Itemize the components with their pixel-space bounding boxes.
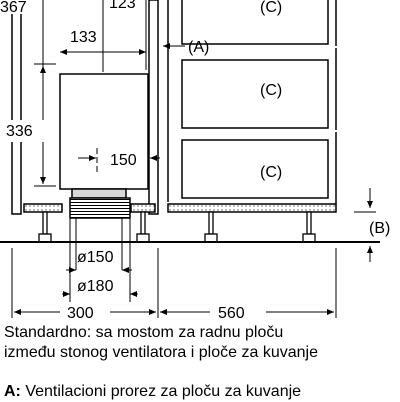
drawer-top xyxy=(181,0,329,45)
caption-line-2: između stonog ventilatora i ploče za kuv… xyxy=(4,344,318,361)
dim-diameter-180: ø180 xyxy=(77,278,114,295)
dim-123: 123 xyxy=(109,0,136,12)
leg xyxy=(136,211,150,243)
right-wall xyxy=(148,0,159,215)
leg xyxy=(38,211,52,243)
drawer-middle xyxy=(181,59,329,129)
legs xyxy=(38,211,316,243)
ventilator xyxy=(59,73,149,219)
plinth-left xyxy=(23,203,63,213)
dim-133: 133 xyxy=(70,29,97,46)
caption-line-1: Standardno: sa mostom za radnu ploču xyxy=(4,324,284,341)
leg xyxy=(302,211,316,243)
dim-336: 336 xyxy=(6,123,33,140)
cabinet-walls xyxy=(11,0,169,215)
label-b: (B) xyxy=(369,220,390,237)
dim-150: 150 xyxy=(110,152,137,169)
drawer-bottom xyxy=(181,139,329,199)
ventilator-duct-collar xyxy=(69,197,131,219)
leg xyxy=(204,211,218,243)
note-a-key: A: xyxy=(4,383,21,400)
drawers xyxy=(181,0,337,204)
note-a-text: Ventilacioni prorez za ploču za kuvanje xyxy=(20,383,302,400)
dim-diameter-150: ø150 xyxy=(77,249,114,266)
label-c-top: (C) xyxy=(260,0,282,16)
dim-560: 560 xyxy=(218,305,245,322)
ventilator-duct-top xyxy=(71,188,127,199)
dimension-lines xyxy=(11,0,376,318)
plinth-middle xyxy=(130,203,156,213)
plinths xyxy=(23,203,337,213)
ventilator-body xyxy=(59,73,149,190)
dim-300: 300 xyxy=(67,305,94,322)
note-a: A: Ventilacioni prorez za ploču za kuvan… xyxy=(4,382,301,402)
label-a: (A) xyxy=(188,39,209,56)
dim-367: 367 xyxy=(0,0,27,16)
plinth-right xyxy=(167,203,337,213)
label-c-middle: (C) xyxy=(260,82,282,99)
left-wall xyxy=(11,0,22,215)
label-c-bottom: (C) xyxy=(260,164,282,181)
